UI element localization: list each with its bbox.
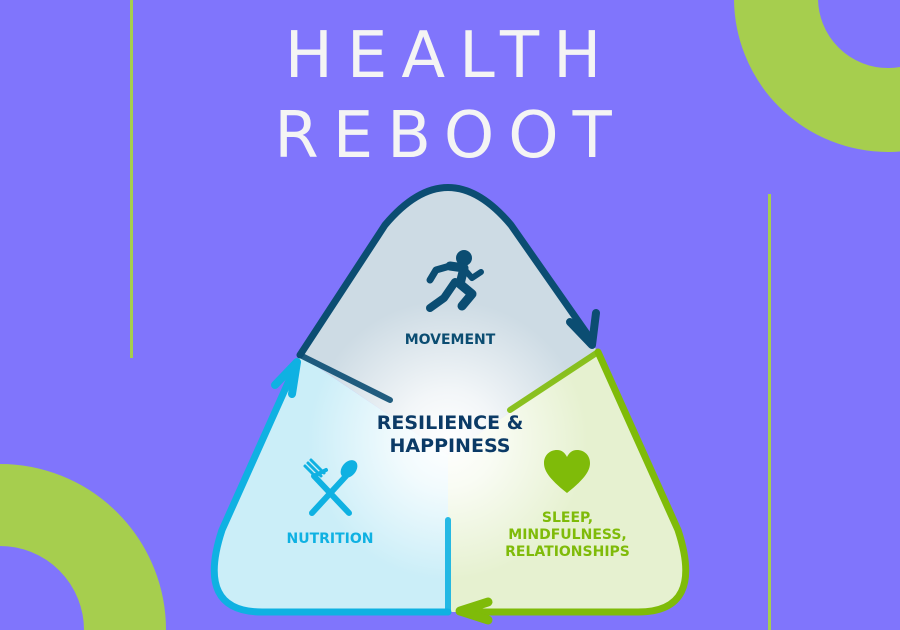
- center-glow: [308, 300, 588, 580]
- running-person-icon: [426, 250, 484, 312]
- title-line-1: HEALTH: [284, 19, 616, 93]
- sleep-label: SLEEP, MINDFULNESS, RELATIONSHIPS: [490, 510, 645, 560]
- center-label-line-1: RESILIENCE &: [376, 412, 524, 434]
- sleep-divider: [507, 349, 601, 413]
- divider-line-left: [130, 0, 133, 358]
- arrow-nutrition-icon: [271, 358, 301, 398]
- sleep-label-line-2: MINDFULNESS,: [508, 526, 627, 543]
- heart-icon: [544, 450, 590, 493]
- movement-border: [296, 184, 594, 359]
- nutrition-border: [210, 361, 452, 616]
- arrow-sleep-icon: [455, 597, 493, 625]
- arrow-movement-icon: [566, 309, 600, 349]
- center-label-line-2: HAPPINESS: [389, 434, 511, 457]
- nutrition-label: NUTRITION: [286, 531, 374, 547]
- divider-line-right: [768, 194, 771, 630]
- sleep-border: [456, 348, 690, 616]
- ring-decor-top-right: [734, 0, 900, 152]
- sleep-label-line-3: RELATIONSHIPS: [505, 543, 630, 560]
- fork-spoon-icon: [303, 458, 358, 516]
- sleep-label-line-1: SLEEP,: [541, 510, 594, 526]
- movement-label: MOVEMENT: [404, 332, 496, 348]
- center-label: RESILIENCE & HAPPINESS: [330, 412, 570, 458]
- movement-divider: [297, 352, 393, 403]
- title-line-2: REBOOT: [274, 99, 626, 173]
